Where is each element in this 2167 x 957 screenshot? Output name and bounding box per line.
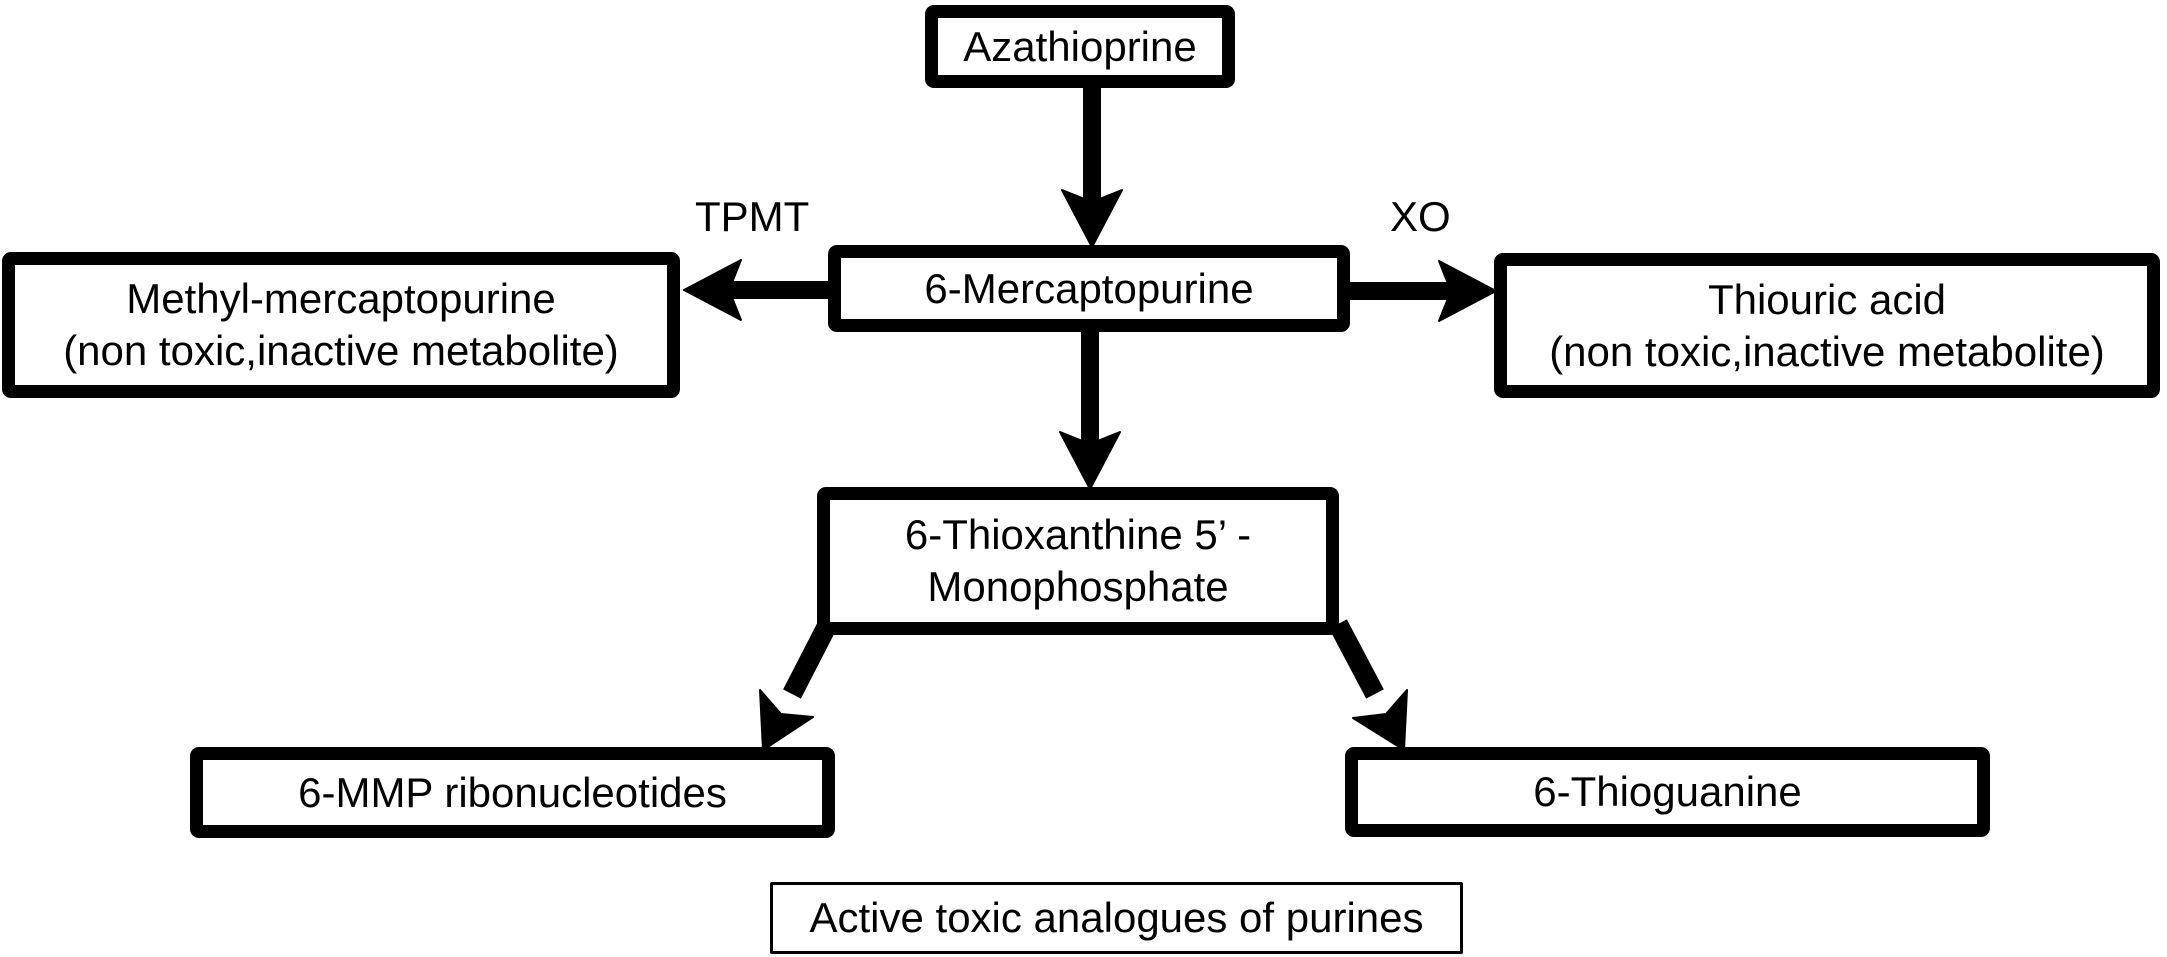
node-methyl-mercaptopurine: Methyl-mercaptopurine (non toxic,inactiv… [2,252,680,398]
node-6-thioguanine: 6-Thioguanine [1345,747,1990,837]
enzyme-label-xo: XO [1390,193,1451,240]
node-methyl-mercaptopurine-line1: Methyl-mercaptopurine [126,275,556,322]
node-thiouric-acid-line1: Thiouric acid [1707,275,1947,323]
node-methyl-mercaptopurine-line2: (non toxic,inactive metabolite) [63,327,619,374]
node-azathioprine-label: Azathioprine [963,22,1197,70]
node-active-toxic-note-label: Active toxic analogues of purines [809,894,1424,941]
arrow-thioxanthine-to-thioguanine [1329,619,1408,751]
arrow-azathioprine-to-6mp [1061,86,1123,248]
node-azathioprine: Azathioprine [925,5,1235,88]
node-6-thioxanthine-line1: 6-Thioxanthine 5’ - [904,511,1252,558]
node-6-mercaptopurine-label: 6-Mercaptopurine [924,264,1254,312]
node-6-thioxanthine-monophosphate: 6-Thioxanthine 5’ - Monophosphate [817,487,1339,635]
arrow-thioxanthine-to-6mmp [759,619,837,751]
node-thiouric-acid-line2: (non toxic,inactive metabolite) [1549,327,2105,375]
arrow-6mp-to-thiouric-acid [1346,260,1497,322]
arrow-6mp-to-thioxanthine [1059,330,1121,490]
enzyme-label-tpmt: TPMT [695,193,810,240]
node-6-mmp-ribonucleotides-label: 6-MMP ribonucleotides [298,768,727,816]
node-thiouric-acid: Thiouric acid (non toxic,inactive metabo… [1494,253,2160,398]
node-active-toxic-note: Active toxic analogues of purines [770,882,1463,954]
node-6-thioguanine-label: 6-Thioguanine [1533,768,1802,815]
node-6-mercaptopurine: 6-Mercaptopurine [828,245,1350,332]
arrow-6mp-to-methyl-mercaptopurine [683,259,832,321]
node-6-thioxanthine-line2: Monophosphate [927,563,1229,610]
node-6-mmp-ribonucleotides: 6-MMP ribonucleotides [190,747,835,838]
